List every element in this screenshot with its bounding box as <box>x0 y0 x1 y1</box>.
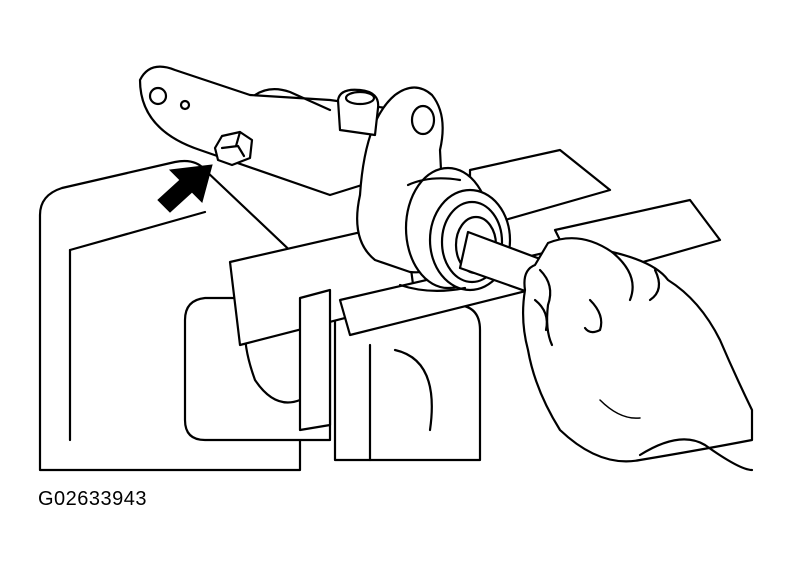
arrow-icon <box>157 164 213 213</box>
plug-bolt-icon <box>213 130 254 167</box>
figure-code: G02633943 <box>38 488 148 510</box>
hand-icon <box>521 237 754 472</box>
